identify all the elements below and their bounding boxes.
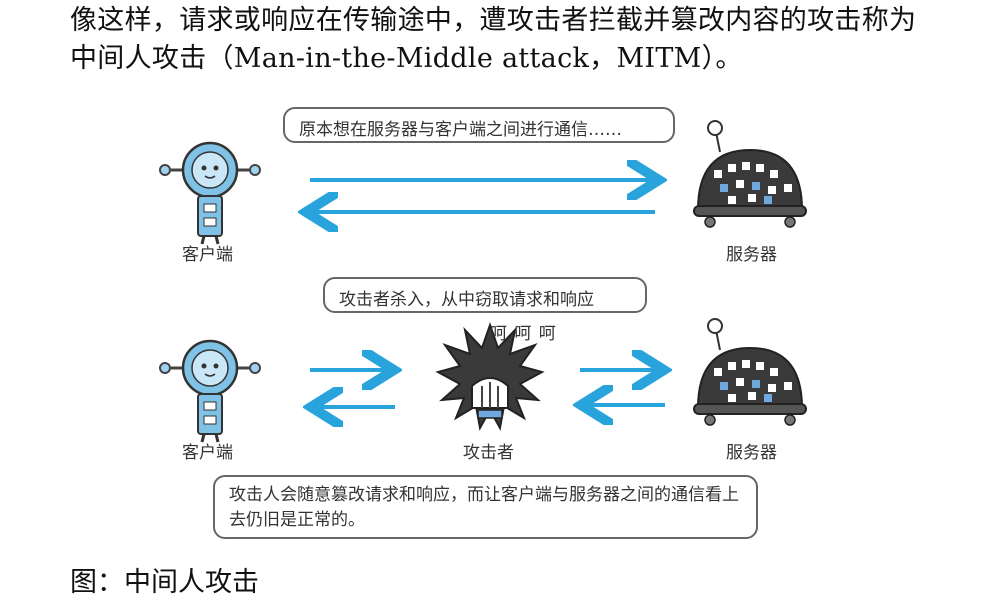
server-icon-2 bbox=[693, 318, 807, 426]
attacker-icon bbox=[435, 321, 545, 431]
client-label-2: 客户端 bbox=[182, 443, 233, 463]
server-label-1: 服务器 bbox=[726, 245, 777, 265]
client-robot-icon bbox=[158, 141, 262, 246]
bubble-attacker-enters: 攻击者杀入，从中窃取请求和响应 bbox=[323, 277, 647, 313]
attacker-laugh: 呵 呵 呵 bbox=[490, 324, 557, 344]
server-label-2: 服务器 bbox=[726, 443, 777, 463]
attacker-label: 攻击者 bbox=[463, 443, 514, 463]
bubble-original-intent: 原本想在服务器与客户端之间进行通信…… bbox=[283, 107, 675, 143]
bubble-tamper-explanation: 攻击人会随意篡改请求和响应，而让客户端与服务器之间的通信看上去仍旧是正常的。 bbox=[213, 475, 758, 539]
mitm-figure: 原本想在服务器与客户端之间进行通信…… 客户端 服务器 攻击者杀入，从中窃取请求… bbox=[150, 95, 840, 545]
figure-caption: 图：中间人攻击 bbox=[70, 567, 259, 598]
body-paragraph: 像这样，请求或响应在传输途中，遭攻击者拦截并篡改内容的攻击称为中间人攻击（Man… bbox=[70, 5, 917, 74]
client-label-1: 客户端 bbox=[182, 245, 233, 265]
server-icon bbox=[693, 120, 807, 228]
figure-graphics bbox=[158, 120, 807, 444]
client-robot-icon-2 bbox=[158, 339, 262, 444]
